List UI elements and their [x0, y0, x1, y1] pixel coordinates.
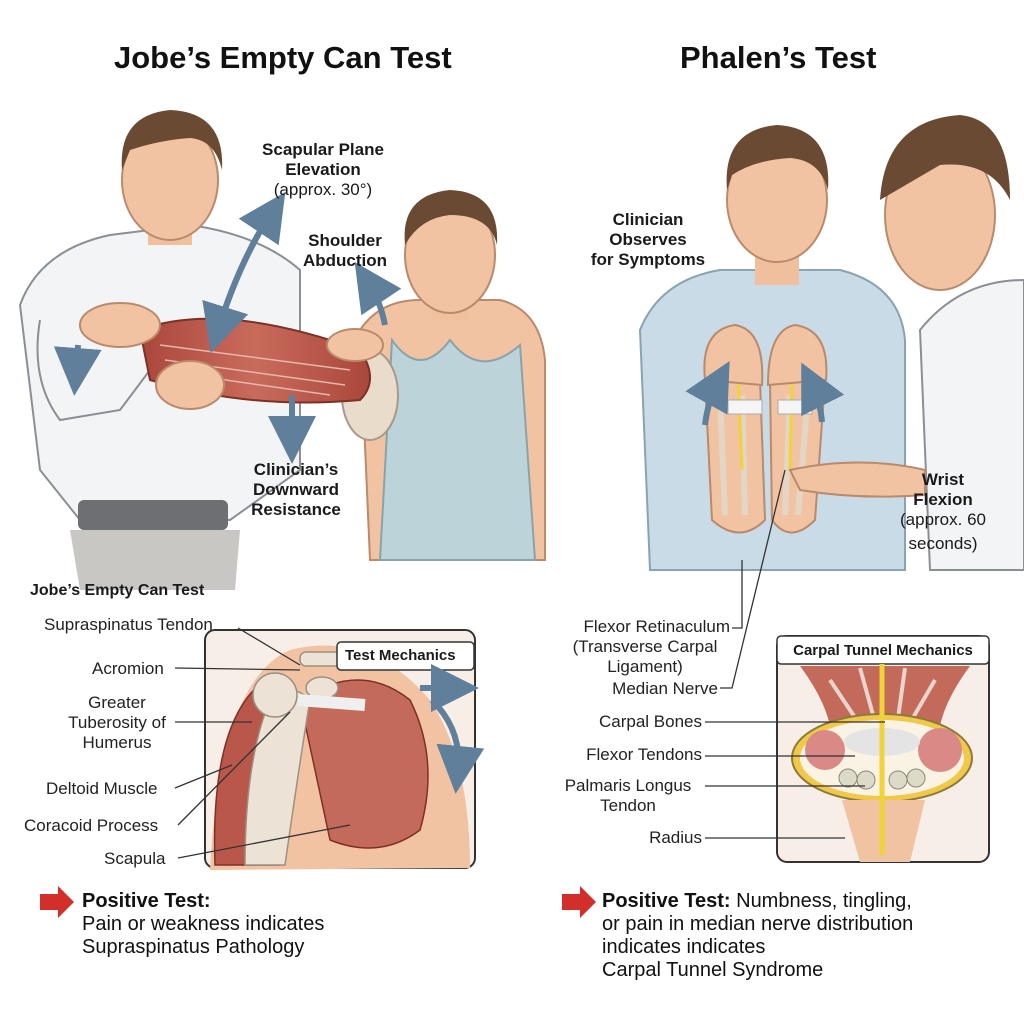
- resistance-line3: Resistance: [251, 500, 341, 519]
- carpal-tunnel-mechanics-title: Carpal Tunnel Mechanics: [793, 642, 973, 659]
- shoulder-abduction-label: Shoulder Abduction: [290, 231, 400, 271]
- palmaris-line1: Palmaris Longus: [564, 776, 692, 795]
- retinaculum-line3: Ligament): [607, 657, 683, 676]
- clinician-observes-label: Clinician Observes for Symptoms: [580, 210, 716, 270]
- scapular-plane-line1: Scapular Plane: [262, 140, 384, 159]
- observe-line2: Observes: [609, 230, 687, 249]
- phalen-positive-arrow-shape: [562, 886, 596, 918]
- jobe-positive-label: Positive Test:: [82, 890, 211, 912]
- phalen-positive-line3: indicates indicates: [602, 936, 766, 958]
- phalen-inset-panel: [705, 469, 990, 863]
- greater-line2: Tuberosity of: [68, 713, 166, 732]
- test-mechanics-title: Test Mechanics: [345, 647, 456, 664]
- phalen-positive-test: Positive Test: Numbness, tingling, or pa…: [602, 890, 913, 982]
- greater-line1: Greater: [88, 693, 146, 712]
- scapular-plane-angle: (approx. 30°): [273, 180, 373, 199]
- phalen-motion-arrows: [685, 361, 845, 426]
- label-palmaris-longus: Palmaris Longus Tendon: [548, 776, 708, 816]
- wrist-line1: Wrist: [921, 470, 965, 489]
- jobe-positive-arrow-shape: [40, 886, 74, 918]
- abduction-line1: Shoulder: [308, 231, 382, 250]
- phalen-positive-label: Positive Test:: [602, 890, 731, 912]
- resistance-line2: Downward: [253, 480, 339, 499]
- retinaculum-line2: (Transverse Carpal: [572, 637, 718, 656]
- label-scapula: Scapula: [104, 849, 166, 868]
- jobe-positive-line2: Supraspinatus Pathology: [82, 936, 305, 958]
- phalen-positive-line2: or pain in median nerve distribution: [602, 913, 914, 935]
- resistance-line1: Clinician’s: [253, 460, 339, 479]
- label-supraspinatus-tendon: Supraspinatus Tendon: [44, 615, 213, 634]
- phalen-positive-line4: Carpal Tunnel Syndrome: [602, 959, 824, 981]
- wrist-line3: (approx. 60: [900, 510, 986, 529]
- wrist-flexion-label: Wrist Flexion (approx. 60 seconds): [890, 470, 996, 554]
- label-coracoid-process: Coracoid Process: [24, 816, 159, 835]
- label-radius: Radius: [649, 828, 702, 847]
- phalen-patient-figure: [638, 125, 906, 571]
- jobe-patient-figure: [341, 190, 546, 561]
- label-median-nerve: Median Nerve: [612, 679, 718, 698]
- label-flexor-tendons: Flexor Tendons: [586, 745, 702, 764]
- jobe-inset-title: Jobe’s Empty Can Test: [30, 582, 205, 599]
- label-acromion: Acromion: [92, 659, 164, 678]
- observe-line3: for Symptoms: [590, 250, 706, 269]
- wrist-line2: Flexion: [913, 490, 973, 509]
- label-deltoid-muscle: Deltoid Muscle: [46, 779, 158, 798]
- scapular-plane-line2: Elevation: [285, 160, 361, 179]
- jobe-title: Jobe’s Empty Can Test: [114, 40, 452, 75]
- jobe-inset-panel: [174, 627, 485, 870]
- phalen-positive-line1: Numbness, tingling,: [730, 890, 912, 912]
- label-carpal-bones: Carpal Bones: [598, 712, 702, 731]
- downward-resistance-label: Clinician’s Downward Resistance: [236, 460, 356, 520]
- phalen-clinician-figure: [788, 115, 1024, 571]
- jobe-positive-line1: Pain or weakness indicates: [82, 913, 325, 935]
- retinaculum-line1: Flexor Retinaculum: [583, 617, 730, 636]
- greater-line3: Humerus: [82, 733, 152, 752]
- phalen-title: Phalen’s Test: [680, 40, 877, 75]
- observe-line1: Clinician: [612, 210, 684, 229]
- jobe-arm-muscles: [79, 302, 384, 410]
- palmaris-line2: Tendon: [600, 796, 656, 815]
- abduction-line2: Abduction: [302, 251, 388, 270]
- jobe-motion-arrows: [53, 192, 402, 464]
- label-greater-tuberosity: Greater Tuberosity of Humerus: [52, 693, 182, 753]
- jobe-positive-test: Positive Test: Pain or weakness indicate…: [82, 890, 324, 959]
- label-flexor-retinaculum: Flexor Retinaculum (Transverse Carpal Li…: [520, 617, 730, 677]
- wrist-line4: seconds): [908, 534, 978, 553]
- scapular-plane-label: Scapular Plane Elevation (approx. 30°): [248, 140, 398, 200]
